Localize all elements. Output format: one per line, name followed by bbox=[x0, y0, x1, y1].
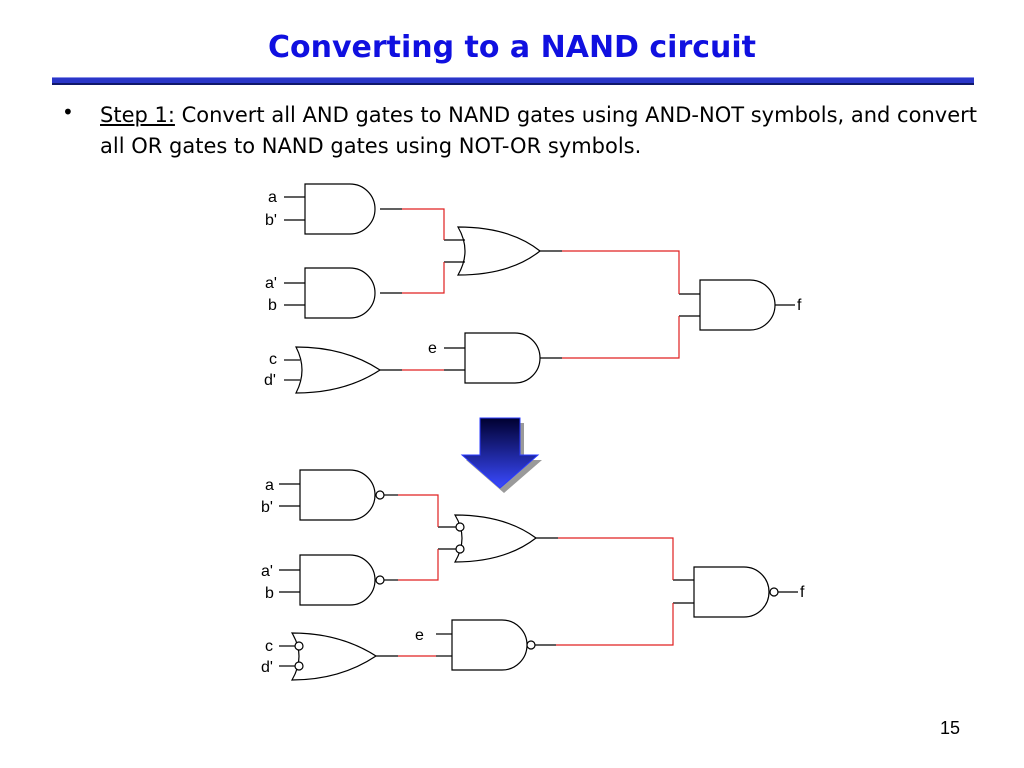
bottom-input-d-prime: d' bbox=[261, 659, 273, 676]
not-or-gate-middle bbox=[453, 514, 537, 563]
and-gate-1 bbox=[304, 183, 376, 235]
bottom-input-b: b bbox=[265, 585, 274, 602]
nand-gate-final bbox=[693, 566, 770, 618]
and-gate-2 bbox=[304, 267, 376, 319]
slide-title: Converting to a NAND circuit bbox=[267, 30, 757, 65]
nand-gate-1 bbox=[299, 469, 376, 521]
top-labels: a b' a' b c d' e f bbox=[264, 189, 802, 389]
down-arrow-icon bbox=[460, 417, 542, 493]
and-gate-e bbox=[464, 332, 541, 384]
top-input-d-prime: d' bbox=[264, 372, 276, 389]
bottom-input-e: e bbox=[415, 627, 424, 644]
bottom-input-a: a bbox=[265, 477, 274, 494]
bottom-labels: a b' a' b c d' e f bbox=[261, 477, 805, 676]
nand-gate-2 bbox=[299, 554, 376, 606]
not-or-gate-cd bbox=[290, 632, 378, 681]
or-gate-middle bbox=[456, 226, 541, 276]
top-input-a-prime: a' bbox=[265, 275, 277, 292]
title-divider bbox=[52, 77, 974, 85]
bottom-circuit bbox=[279, 469, 798, 681]
page-number: 15 bbox=[939, 718, 960, 738]
top-input-b: b bbox=[268, 297, 277, 314]
bottom-red-wires bbox=[398, 494, 674, 657]
top-input-b-prime: b' bbox=[265, 212, 277, 229]
top-circuit bbox=[284, 183, 795, 394]
and-gate-final bbox=[699, 279, 776, 331]
bottom-output-f: f bbox=[800, 584, 805, 601]
top-input-e: e bbox=[428, 340, 437, 357]
bottom-input-b-prime: b' bbox=[261, 499, 273, 516]
step-description: Convert all AND gates to NAND gates usin… bbox=[100, 103, 977, 158]
top-red-wires bbox=[402, 208, 680, 371]
top-output-f: f bbox=[797, 297, 802, 314]
bottom-input-a-prime: a' bbox=[261, 563, 273, 580]
or-gate-cd bbox=[295, 346, 382, 394]
nand-gate-e bbox=[451, 619, 528, 671]
bottom-input-c: c bbox=[265, 638, 273, 655]
top-input-c: c bbox=[269, 351, 277, 368]
step-label: Step 1: bbox=[100, 103, 175, 127]
top-input-a: a bbox=[268, 189, 277, 206]
bullet-text: Step 1: Convert all AND gates to NAND ga… bbox=[100, 100, 980, 162]
bullet-marker: • bbox=[62, 100, 74, 124]
